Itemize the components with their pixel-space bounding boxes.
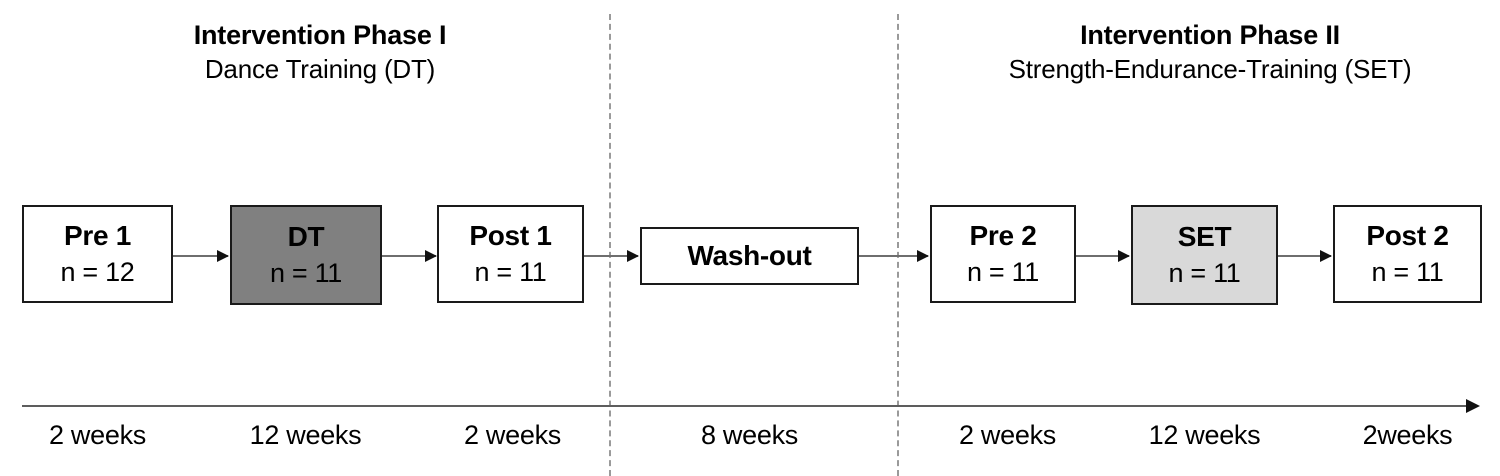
phase-divider-right [897,14,899,476]
timeline-label-2: 2 weeks [464,420,561,450]
timeline-label-1: 12 weeks [249,420,362,450]
box-pre-2-n: n = 11 [966,256,1039,287]
arrow-icon-post1-to-washout [584,250,639,262]
box-post-2: Post 2 n = 11 [1333,205,1482,303]
timeline-label-3: 8 weeks [701,420,798,450]
box-post-1: Post 1 n = 11 [437,205,584,303]
timeline-label-4: 2 weeks [959,420,1056,450]
box-wash-out: Wash-out [640,227,859,285]
box-pre-1-n: n = 12 [60,256,135,287]
box-post-2-n: n = 11 [1371,256,1444,287]
box-pre-1: Pre 1 n = 12 [22,205,173,303]
arrow-icon-pre1-to-dt [173,250,229,262]
box-wash-out-label: Wash-out [687,239,812,271]
phase-2-header: Intervention Phase II Strength-Endurance… [960,18,1460,87]
arrow-icon-pre2-to-set [1076,250,1130,262]
box-dance-training-label: DT [287,221,325,253]
phase-2-title: Intervention Phase II [1080,20,1340,50]
box-dance-training-n: n = 11 [269,257,342,288]
box-post-2-label: Post 2 [1366,220,1449,252]
box-post-1-n: n = 11 [474,256,547,287]
box-pre-1-label: Pre 1 [64,220,131,252]
box-dance-training: DT n = 11 [230,205,382,305]
box-strength-endurance-training: SET n = 11 [1131,205,1278,305]
box-strength-endurance-training-label: SET [1177,221,1232,253]
phase-2-subtitle: Strength-Endurance-Training (SET) [1008,54,1412,85]
timeline-label-5: 12 weeks [1148,420,1261,450]
phase-1-title: Intervention Phase I [193,20,447,50]
timeline-label-0: 2 weeks [49,420,146,450]
arrow-icon-dt-to-post1 [382,250,437,262]
timeline-label-6: 2weeks [1362,420,1453,450]
arrow-icon-washout-to-pre2 [859,250,929,262]
box-strength-endurance-training-n: n = 11 [1168,257,1241,288]
phase-divider-left [609,14,611,476]
phase-1-subtitle: Dance Training (DT) [204,54,436,85]
box-post-1-label: Post 1 [469,220,552,252]
box-pre-2: Pre 2 n = 11 [930,205,1076,303]
timeline-axis-arrow-icon [22,399,1480,413]
arrow-icon-set-to-post2 [1278,250,1332,262]
phase-1-header: Intervention Phase I Dance Training (DT) [110,18,530,87]
box-pre-2-label: Pre 2 [969,220,1037,252]
